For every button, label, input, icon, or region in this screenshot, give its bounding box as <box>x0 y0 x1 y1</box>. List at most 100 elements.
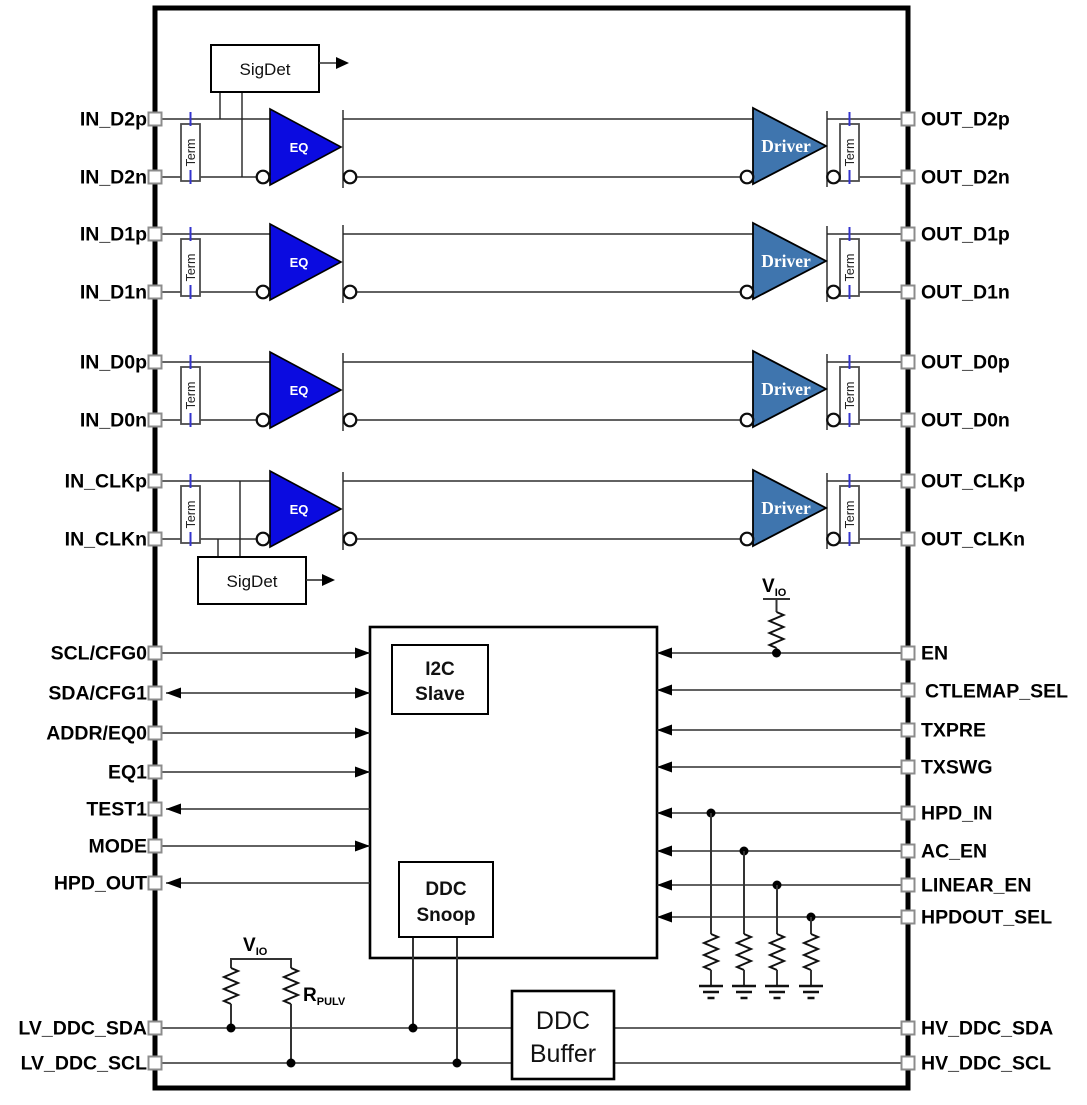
ctrl-line-hpdout-sel <box>657 911 902 923</box>
ddc-buffer-box <box>510 989 616 1081</box>
pin-square <box>900 354 916 370</box>
ctrl-line-hpd-in <box>657 807 902 819</box>
vio-top-label: VIO <box>762 576 787 599</box>
sigdet-top: SigDet <box>210 44 349 177</box>
pin-label-in-clkn: IN_CLKn <box>65 529 147 551</box>
pin-label-in-d2p: IN_D2p <box>80 109 147 131</box>
pin-label-lv-ddc-scl: LV_DDC_SCL <box>21 1053 147 1075</box>
ddc-buffer-label-2: Buffer <box>530 1040 596 1068</box>
pin-label-in-d1p: IN_D1p <box>80 224 147 246</box>
vio-pullup-en: VIO <box>762 576 790 658</box>
pin-label-in-d2n: IN_D2n <box>80 167 147 189</box>
pin-label-in-d1n: IN_D1n <box>80 282 147 304</box>
ddc-buffer-label-1: DDC <box>536 1007 590 1035</box>
pin-label-txswg: TXSWG <box>921 757 993 779</box>
sigdet-top-arrowhead <box>336 57 349 69</box>
sigdet-top-label: SigDet <box>239 60 290 79</box>
pin-square <box>147 531 163 547</box>
i2c-slave-label-2: Slave <box>415 684 465 705</box>
pin-square <box>900 722 916 738</box>
sigdet-bottom-box <box>197 556 307 605</box>
pin-square <box>900 284 916 300</box>
junction-dot <box>772 648 781 658</box>
ground-symbol <box>765 984 789 1000</box>
i2c-slave-box <box>391 644 489 715</box>
rpulv-sda-resistor <box>221 967 241 1005</box>
pin-square <box>900 682 916 698</box>
pin-square <box>900 1055 916 1071</box>
pin-label-hpdout-sel: HPDOUT_SEL <box>921 907 1052 929</box>
ctrl-line-txpre <box>657 724 902 736</box>
pin-label-ctlemap-sel: CTLEMAP_SEL <box>925 681 1068 703</box>
pin-label-out-d1p: OUT_D1p <box>921 224 1010 246</box>
ctrl-line-txswg <box>657 761 902 773</box>
ground-symbol <box>799 984 823 1000</box>
vio-bottom-label: VIO <box>243 935 268 958</box>
pin-label-out-d2n: OUT_D2n <box>921 167 1010 189</box>
pin-label-addr-eq0: ADDR/EQ0 <box>46 723 147 745</box>
ctrl-line-test1 <box>166 803 370 815</box>
pin-square <box>900 111 916 127</box>
pin-label-hv-ddc-sda: HV_DDC_SDA <box>921 1018 1053 1040</box>
pin-label-linear-en: LINEAR_EN <box>921 875 1032 897</box>
pin-label-in-d0n: IN_D0n <box>80 410 147 432</box>
pin-square <box>147 838 163 854</box>
pin-label-ac-en: AC_EN <box>921 841 987 863</box>
pin-label-out-d0n: OUT_D0n <box>921 410 1010 432</box>
rpulv-label: RPULV <box>303 985 346 1008</box>
ctrl-line-sda-cfg1 <box>166 687 370 699</box>
sigdet-bottom-taps <box>217 481 241 557</box>
pin-squares-left <box>147 111 163 1071</box>
pin-square <box>900 473 916 489</box>
junction-dot <box>452 1058 462 1068</box>
junction-dot <box>226 1023 236 1033</box>
ddc-snoop-box <box>398 861 494 938</box>
i2c-slave-block: I2C Slave <box>391 644 489 715</box>
ddc-snoop-block: DDC Snoop <box>398 861 494 1068</box>
ground-symbol <box>699 984 723 1000</box>
sigdet-top-taps <box>219 92 243 177</box>
ctrl-line-ctlemap-sel <box>657 684 902 696</box>
pin-square <box>147 801 163 817</box>
pin-label-test1: TEST1 <box>86 799 147 821</box>
pin-square <box>900 909 916 925</box>
pin-square <box>147 226 163 242</box>
pin-label-out-clkn: OUT_CLKn <box>921 529 1025 551</box>
pin-square <box>147 725 163 741</box>
pin-square <box>147 284 163 300</box>
pin-square <box>147 875 163 891</box>
vio-bottom-rail <box>230 958 292 968</box>
sigdet-bottom: SigDet <box>197 481 335 605</box>
pin-square <box>900 1020 916 1036</box>
pin-label-mode: MODE <box>89 836 148 858</box>
pin-label-in-d0p: IN_D0p <box>80 352 147 374</box>
pin-square <box>900 759 916 775</box>
pin-label-out-d0p: OUT_D0p <box>921 352 1010 374</box>
pin-label-out-d1n: OUT_D1n <box>921 282 1010 304</box>
pin-square <box>147 645 163 661</box>
ctrl-line-eq1 <box>162 766 370 778</box>
ground-symbol <box>732 984 756 1000</box>
ctrl-line-hpd-out <box>166 877 370 889</box>
pin-label-en: EN <box>921 643 948 665</box>
chip-outline <box>152 5 911 1091</box>
sigdet-bottom-label: SigDet <box>226 572 277 591</box>
i2c-slave-label-1: I2C <box>425 659 455 680</box>
pin-square <box>900 226 916 242</box>
ctrl-line-addr-eq0 <box>162 727 370 739</box>
pin-square <box>900 805 916 821</box>
vio-top-resistor <box>766 611 787 649</box>
pin-square <box>900 843 916 859</box>
sigdet-top-box <box>210 44 320 93</box>
vio-top-rail <box>763 598 790 612</box>
pin-label-hv-ddc-scl: HV_DDC_SCL <box>921 1053 1051 1075</box>
pin-square <box>147 169 163 185</box>
pin-label-out-clkp: OUT_CLKp <box>921 471 1025 493</box>
pin-square <box>900 645 916 661</box>
pin-square <box>900 531 916 547</box>
pin-label-sda-cfg1: SDA/CFG1 <box>48 683 147 705</box>
pin-label-txpre: TXPRE <box>921 720 986 742</box>
pin-label-hpd-out: HPD_OUT <box>54 873 147 895</box>
pin-square <box>147 111 163 127</box>
